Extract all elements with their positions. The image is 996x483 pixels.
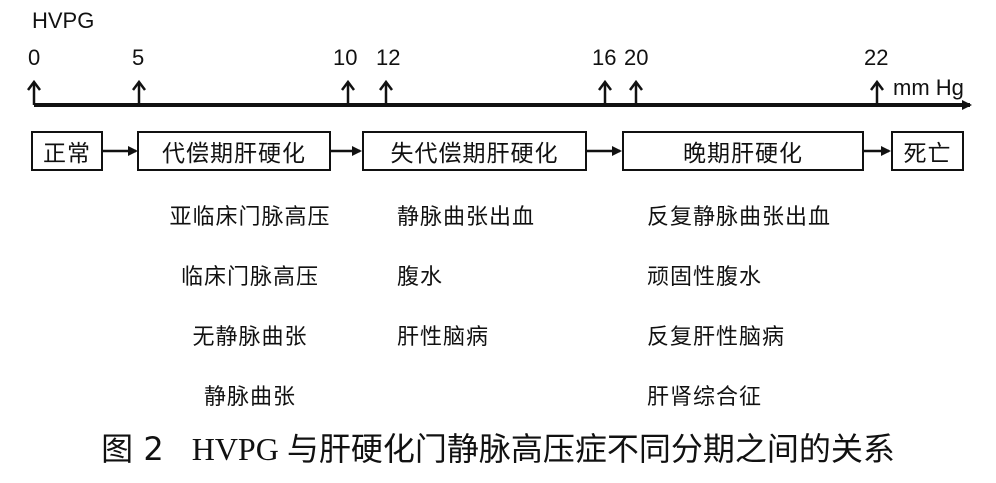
tick-label-5: 5	[132, 45, 145, 70]
stage-normal-label: 正常	[43, 141, 91, 167]
stage-decompensated: 失代偿期肝硬化	[362, 131, 587, 171]
tick-arrow-5	[132, 79, 146, 105]
tick-arrows	[27, 79, 884, 105]
axis-unit: mm Hg	[893, 75, 964, 100]
caption-prefix: 图 2	[101, 430, 164, 468]
tick-arrow-22	[870, 79, 884, 105]
symptom-advanced-1: 反复静脉曲张出血	[647, 205, 832, 230]
tick-arrow-0	[27, 79, 41, 105]
tick-arrow-20	[629, 79, 643, 105]
tick-label-12: 12	[376, 45, 401, 70]
figure-area: HVPG 0 5 10 12 16 20 22 mm Hg 正常 代偿期肝硬化 …	[27, 8, 972, 410]
symptom-compensated-4: 静脉曲张	[203, 385, 296, 410]
stage-compensated: 代偿期肝硬化	[137, 131, 331, 171]
symptom-compensated-3: 无静脉曲张	[192, 325, 308, 350]
axis-title: HVPG	[32, 8, 95, 33]
axis-graphics	[27, 79, 972, 156]
symptom-advanced-4: 肝肾综合征	[647, 385, 763, 410]
tick-label-22: 22	[864, 45, 889, 70]
caption-latin: HVPG	[191, 431, 279, 467]
tick-arrow-16	[598, 79, 612, 105]
symptom-advanced-2: 顽固性腹水	[647, 265, 763, 290]
stage-normal: 正常	[31, 131, 103, 171]
stage-advanced: 晚期肝硬化	[622, 131, 864, 171]
stage-death-label: 死亡	[903, 141, 952, 167]
symptom-compensated-2: 临床门脉高压	[180, 265, 319, 290]
caption-rest: 与肝硬化门静脉高压症不同分期之间的关系	[286, 430, 895, 468]
tick-label-0: 0	[28, 45, 41, 70]
tick-arrow-12	[379, 79, 393, 105]
symptom-decompensated-3: 肝性脑病	[397, 325, 490, 350]
tick-label-20: 20	[624, 45, 649, 70]
symptom-decompensated-2: 腹水	[397, 265, 444, 290]
symptom-advanced-3: 反复肝性脑病	[647, 325, 786, 350]
tick-arrow-10	[341, 79, 355, 105]
stage-death: 死亡	[891, 131, 964, 171]
symptom-decompensated-1: 静脉曲张出血	[397, 205, 536, 230]
symptom-compensated-1: 亚临床门脉高压	[169, 205, 331, 230]
tick-label-10: 10	[333, 45, 358, 70]
stage-compensated-label: 代偿期肝硬化	[162, 141, 306, 167]
stage-advanced-label: 晚期肝硬化	[683, 141, 803, 167]
tick-label-16: 16	[592, 45, 617, 70]
stage-decompensated-label: 失代偿期肝硬化	[390, 141, 559, 167]
